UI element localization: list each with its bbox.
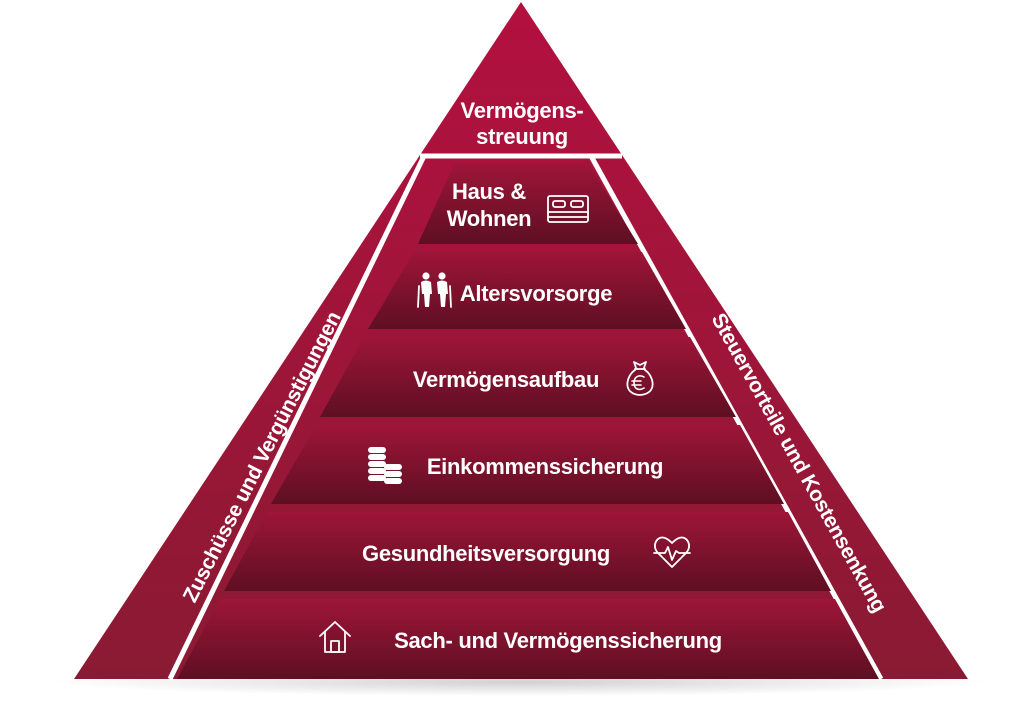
bed-icon (547, 195, 589, 223)
tier-altersvorsorge (368, 252, 686, 329)
tier-label-altersvorsorge: Altersvorsorge (460, 281, 612, 306)
tier-label-sach-vermoegenssicherung: Sach- und Vermögenssicherung (394, 628, 722, 653)
tier-label-haus-line2: Wohnen (447, 206, 532, 231)
tier-label-einkommenssicherung: Einkommenssicherung (427, 454, 663, 479)
coin-stack-icon (368, 447, 402, 484)
tier-label-vermoegensaufbau: Vermögensaufbau (413, 367, 599, 392)
house-icon (319, 621, 351, 653)
money-bag-euro-icon (626, 361, 654, 396)
tier-gesundheitsversorgung (224, 512, 831, 591)
tier-vermoegensaufbau (320, 337, 736, 417)
elderly-couple-icon (417, 272, 452, 308)
tier-einkommenssicherung (271, 425, 784, 504)
right-side-separator (588, 154, 884, 681)
tier-label-haus-line1: Haus & (452, 179, 526, 204)
apex-label-line2: streuung (476, 124, 568, 149)
left-side-separator (167, 154, 427, 681)
tier-sach-vermoegenssicherung (177, 599, 879, 679)
apex-label-line1: Vermögens- (461, 98, 584, 123)
tier-label-gesundheitsversorgung: Gesundheitsversorgung (362, 541, 610, 566)
tier-haus-wohnen (418, 164, 638, 244)
heart-pulse-icon (653, 536, 691, 568)
